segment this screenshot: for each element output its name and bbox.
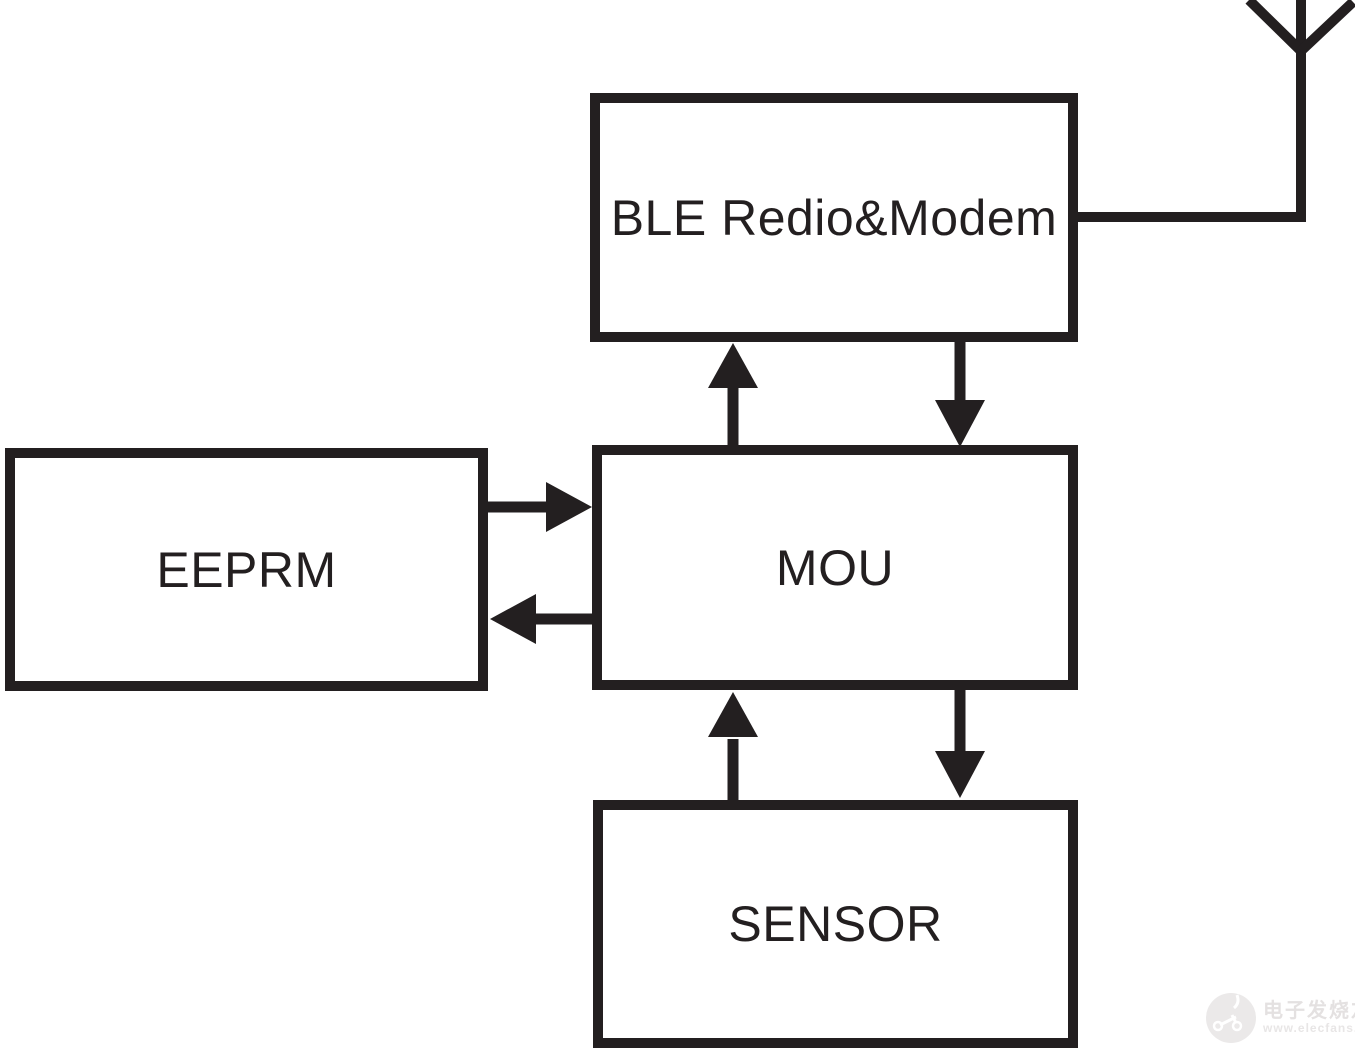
node-eeprm-label: EEPRM (156, 541, 337, 598)
elecfans-logo-icon (1206, 993, 1256, 1043)
watermark-site-url: www.elecfans.com (1263, 1021, 1355, 1036)
node-ble-radio-modem: BLE Redio&Modem (590, 93, 1078, 342)
arrow-sensor-to-mou (708, 692, 758, 802)
arrow-eeprm-to-mou (486, 482, 592, 532)
antenna-icon (1073, 0, 1355, 222)
node-mou: MOU (592, 445, 1078, 690)
node-ble-radio-modem-label: BLE Redio&Modem (610, 189, 1058, 246)
node-sensor-label: SENSOR (728, 896, 943, 952)
watermark-site-name: 电子发烧友 (1263, 1000, 1355, 1023)
arrow-mou-to-eeprm (490, 594, 594, 644)
arrow-mou-to-ble (708, 343, 758, 447)
node-eeprm: EEPRM (5, 448, 488, 691)
watermark: 电子发烧友 www.elecfans.com (1206, 993, 1355, 1043)
node-mou-label: MOU (775, 539, 895, 596)
node-sensor: SENSOR (593, 800, 1078, 1048)
arrow-ble-to-mou (935, 340, 985, 447)
arrow-mou-to-sensor (935, 688, 985, 798)
